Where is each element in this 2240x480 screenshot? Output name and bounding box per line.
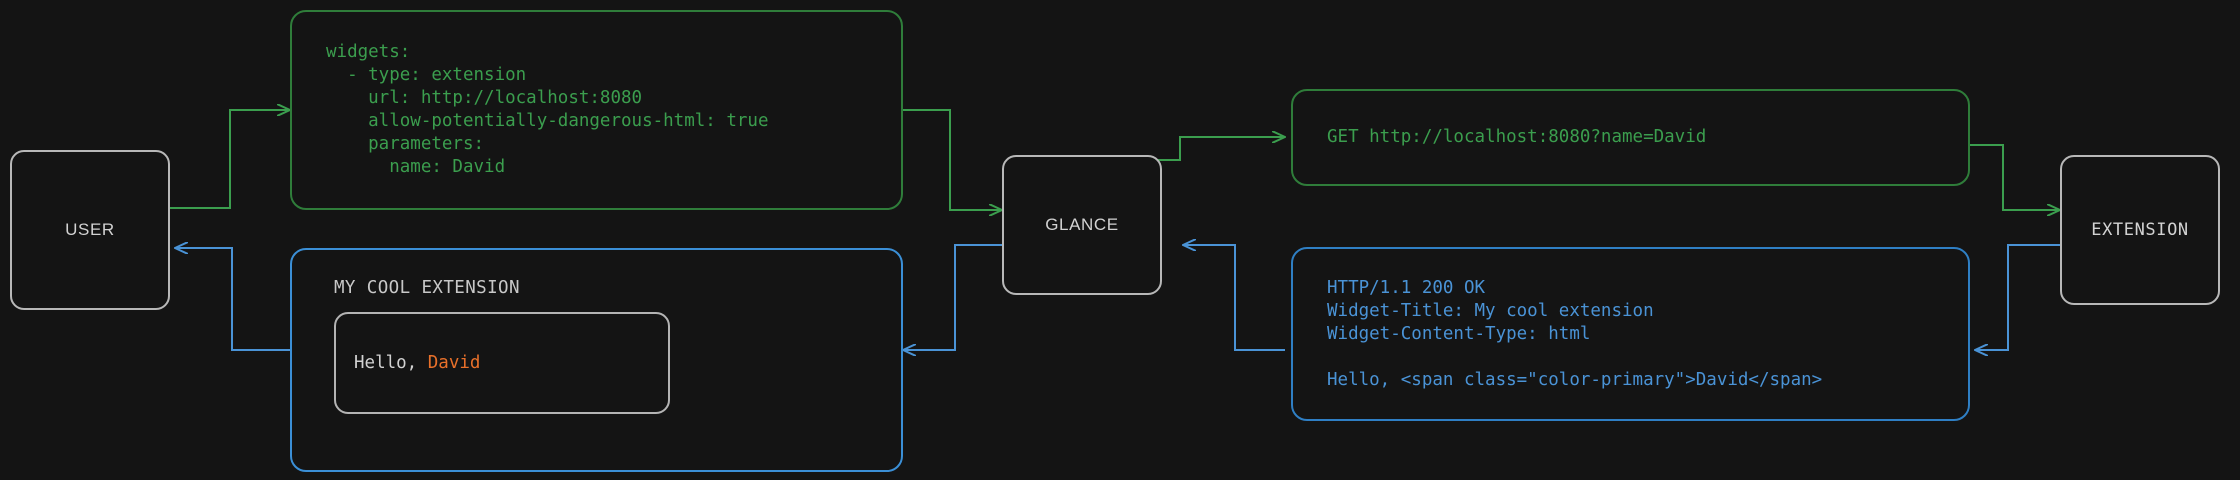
edge-user-to-config xyxy=(170,110,290,209)
config-yaml-text: widgets: - type: extension url: http://l… xyxy=(326,42,769,177)
http-request-box: GET http://localhost:8080?name=David xyxy=(1291,89,1970,186)
edge-response-to-glance xyxy=(1183,245,1285,351)
http-request-text: GET http://localhost:8080?name=David xyxy=(1327,127,1707,147)
rendered-widget-box: MY COOL EXTENSION Hello, David xyxy=(290,248,903,472)
node-glance-label: GLANCE xyxy=(1045,215,1119,234)
widget-title-label: MY COOL EXTENSION xyxy=(334,278,520,298)
edge-glance-to-widget xyxy=(903,244,1002,350)
edge-request-to-extension xyxy=(1970,144,2060,210)
edge-config-to-glance xyxy=(903,109,1002,210)
node-glance[interactable]: GLANCE xyxy=(1002,155,1162,295)
node-extension[interactable]: EXTENSION xyxy=(2060,155,2220,305)
node-extension-label: EXTENSION xyxy=(2091,220,2189,240)
edge-extension-to-response xyxy=(1975,244,2060,350)
http-response-text: HTTP/1.1 200 OK Widget-Title: My cool ex… xyxy=(1327,277,1823,390)
widget-greeting-name: David xyxy=(427,353,481,373)
widget-content-frame: Hello, David xyxy=(334,312,670,414)
widget-greeting: Hello, David xyxy=(336,353,480,373)
node-user-label: USER xyxy=(65,220,115,239)
http-response-box: HTTP/1.1 200 OK Widget-Title: My cool ex… xyxy=(1291,247,1970,421)
edge-widget-to-user xyxy=(175,248,290,351)
widget-greeting-prefix: Hello, xyxy=(354,353,428,373)
config-yaml-box: widgets: - type: extension url: http://l… xyxy=(290,10,903,210)
node-user[interactable]: USER xyxy=(10,150,170,310)
